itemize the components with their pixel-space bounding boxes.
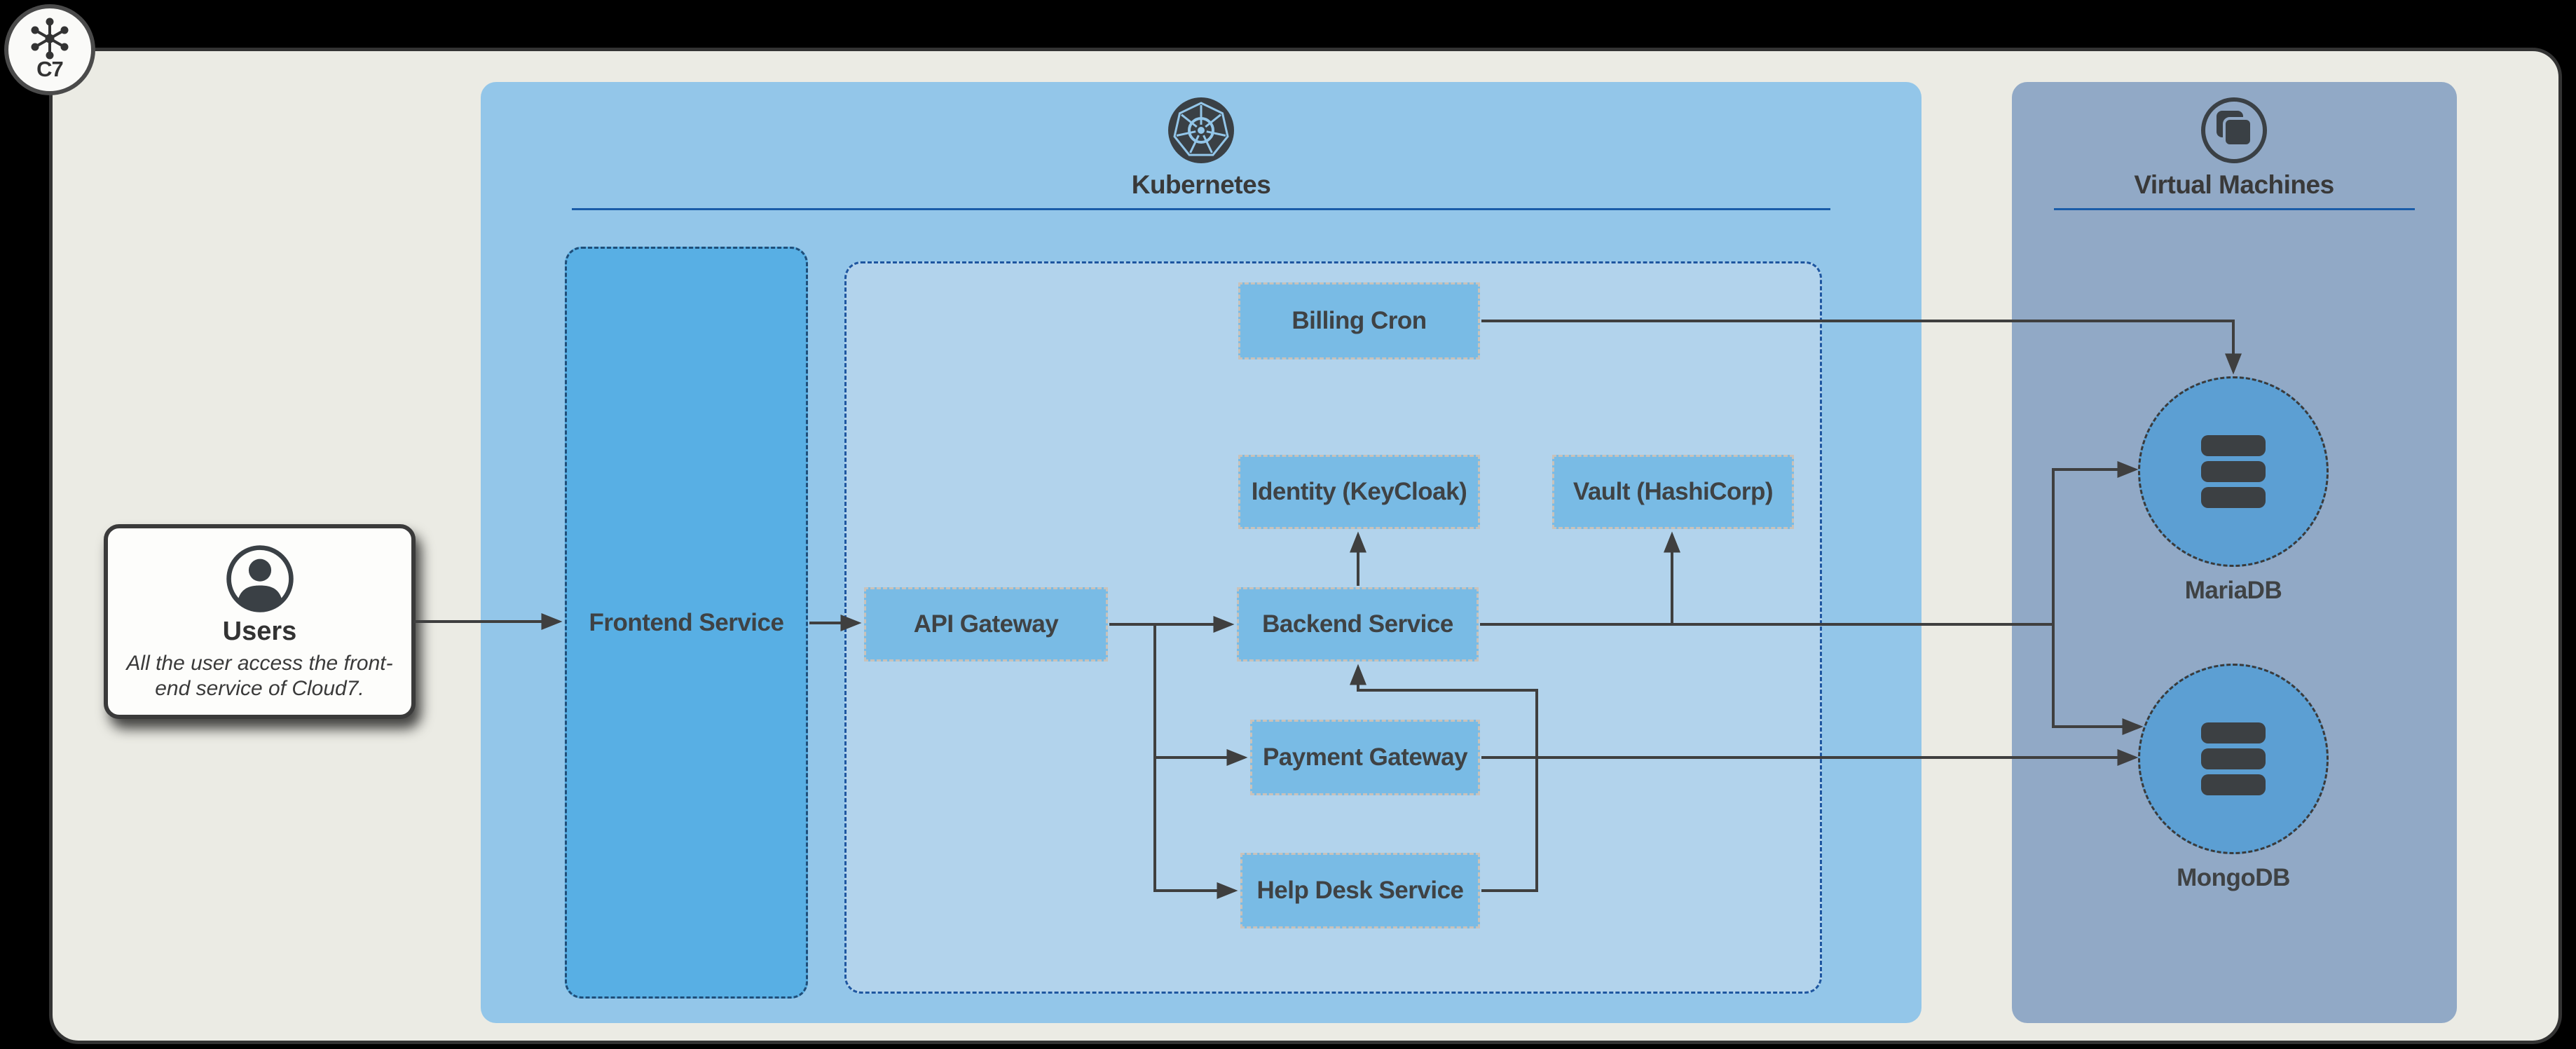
database-icon bbox=[2201, 435, 2266, 456]
node-help-desk-service-label: Help Desk Service bbox=[1256, 877, 1464, 904]
node-payment-gateway-label: Payment Gateway bbox=[1262, 743, 1468, 771]
virtual-machines-header-underline bbox=[2054, 208, 2415, 210]
node-help-desk-service: Help Desk Service bbox=[1240, 853, 1480, 928]
node-identity-keycloak-label: Identity (KeyCloak) bbox=[1251, 478, 1467, 505]
node-users-label: Users bbox=[222, 617, 297, 647]
database-icon bbox=[2201, 722, 2266, 743]
kubernetes-icon bbox=[1168, 97, 1234, 163]
node-api-gateway: API Gateway bbox=[864, 587, 1108, 661]
node-frontend-service: Frontend Service bbox=[565, 247, 808, 999]
node-billing-cron: Billing Cron bbox=[1238, 282, 1480, 359]
c7-badge: C7 bbox=[4, 4, 95, 95]
node-mongodb-label: MongoDB bbox=[2177, 864, 2290, 891]
virtual-machines-icon bbox=[2201, 97, 2267, 163]
node-billing-cron-label: Billing Cron bbox=[1292, 307, 1427, 334]
virtual-machines-title: Virtual Machines bbox=[2134, 170, 2334, 199]
node-users-description: All the user access the front-end servic… bbox=[126, 652, 393, 700]
node-users: Users All the user access the front-end … bbox=[104, 524, 416, 719]
node-backend-service: Backend Service bbox=[1237, 587, 1479, 661]
node-mariadb-label: MariaDB bbox=[2184, 577, 2282, 604]
network-hub-icon bbox=[31, 18, 69, 60]
node-vault-hashicorp-label: Vault (HashiCorp) bbox=[1573, 478, 1774, 505]
node-mongodb: MongoDB bbox=[2128, 664, 2338, 892]
node-vault-hashicorp: Vault (HashiCorp) bbox=[1552, 455, 1794, 529]
node-payment-gateway: Payment Gateway bbox=[1250, 720, 1480, 795]
kubernetes-header-underline bbox=[572, 208, 1830, 210]
kubernetes-title: Kubernetes bbox=[1131, 170, 1271, 199]
node-mariadb: MariaDB bbox=[2128, 376, 2338, 605]
mariadb-circle bbox=[2138, 376, 2329, 567]
node-frontend-service-label: Frontend Service bbox=[589, 608, 784, 636]
node-backend-service-label: Backend Service bbox=[1262, 610, 1453, 638]
c7-badge-label: C7 bbox=[36, 57, 64, 81]
mongodb-circle bbox=[2138, 664, 2329, 854]
node-api-gateway-label: API Gateway bbox=[913, 610, 1059, 638]
node-identity-keycloak: Identity (KeyCloak) bbox=[1238, 455, 1480, 529]
user-icon bbox=[226, 545, 294, 612]
